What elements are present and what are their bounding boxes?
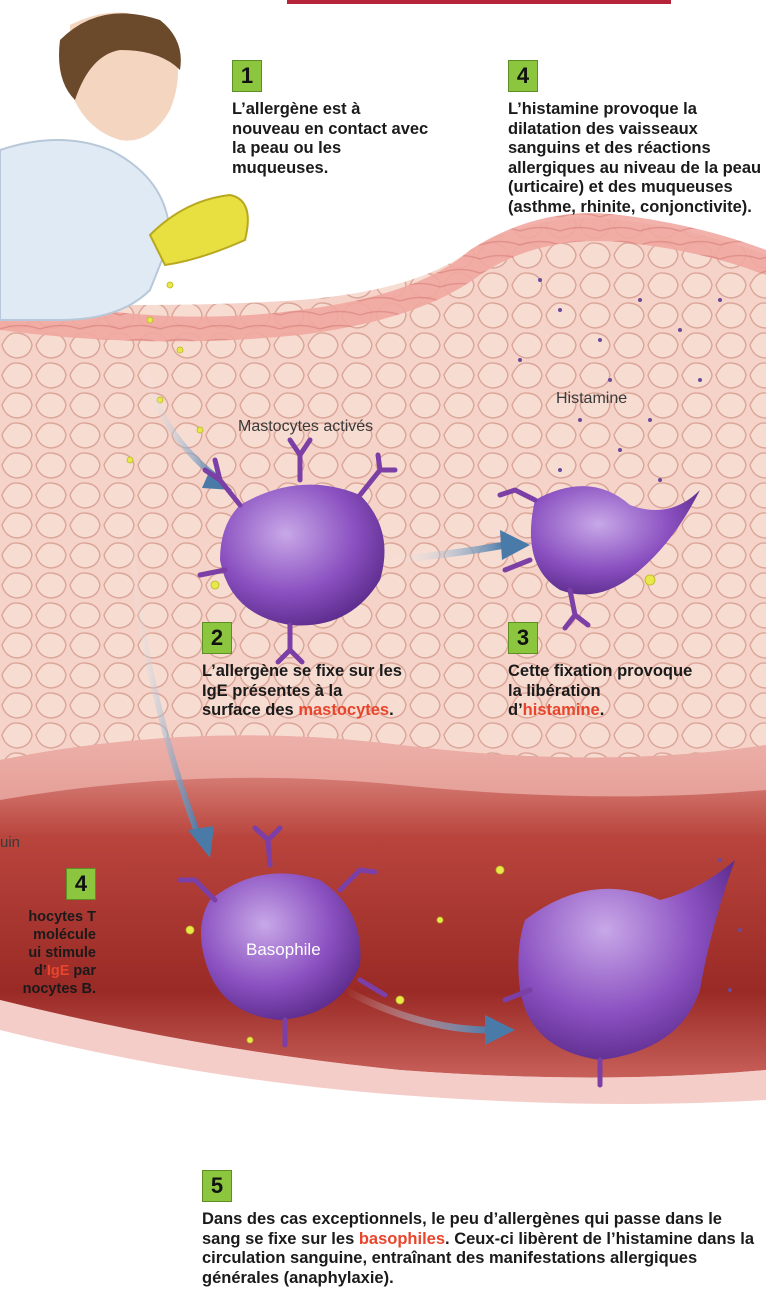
step-4-partial-text: hocytes T molécule ui stimule d’IgE par … (0, 908, 96, 998)
step-3-badge: 3 (508, 622, 538, 654)
step-3: 3 Cette fixation provoque la libération … (508, 622, 698, 721)
label-histamine: Histamine (556, 390, 627, 408)
step-5-badge: 5 (202, 1170, 232, 1202)
step-4-partial-badge: 4 (66, 868, 96, 900)
step-4: 4 L’histamine provoque la dilatation des… (508, 60, 763, 217)
step-1-badge: 1 (232, 60, 262, 92)
step-5: 5 Dans des cas exceptionnels, le peu d’a… (202, 1170, 762, 1288)
person-figure (0, 13, 248, 321)
label-sang-partial: uin (0, 834, 20, 851)
label-mastocytes: Mastocytes activés (238, 418, 373, 436)
label-basophile: Basophile (246, 940, 321, 960)
step-2-text: L’allergène se fixe sur les IgE présente… (202, 662, 402, 721)
step-1-text: L’allergène est à nouveau en contact ave… (232, 100, 432, 178)
step-3-text: Cette fixation provoque la libération d’… (508, 662, 698, 721)
step-2-badge: 2 (202, 622, 232, 654)
step-2: 2 L’allergène se fixe sur les IgE présen… (202, 622, 402, 721)
step-1: 1 L’allergène est à nouveau en contact a… (232, 60, 432, 178)
step-4-badge: 4 (508, 60, 538, 92)
step-4-text: L’histamine provoque la dilatation des v… (508, 100, 763, 217)
step-4-partial: 4 hocytes T molécule ui stimule d’IgE pa… (0, 868, 96, 998)
step-5-text: Dans des cas exceptionnels, le peu d’all… (202, 1210, 762, 1288)
